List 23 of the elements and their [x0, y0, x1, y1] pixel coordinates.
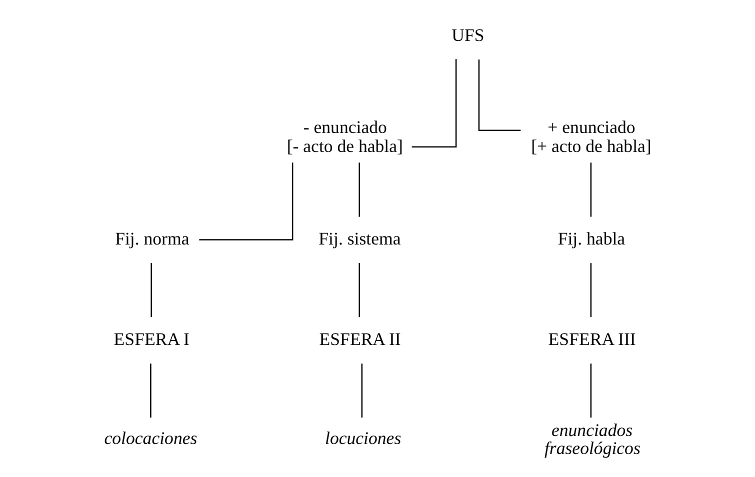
connector — [590, 364, 592, 418]
node-text: ESFERA I — [114, 328, 190, 349]
node-text: locuciones — [325, 428, 402, 448]
node-text: + enunciado [+ acto de habla] — [531, 117, 652, 156]
node-text: Fij. habla — [558, 228, 626, 248]
connector — [590, 263, 592, 318]
connector — [150, 364, 152, 418]
connector — [150, 263, 152, 318]
node-text: UFS — [452, 24, 484, 45]
connector — [358, 263, 360, 318]
connector — [361, 364, 363, 418]
connector — [478, 59, 521, 131]
connector — [358, 162, 360, 217]
node-text: Fij. sistema — [318, 228, 401, 248]
node-text: ESFERA II — [319, 328, 401, 349]
node-text: ESFERA III — [548, 328, 636, 349]
node-text: - enunciado [- acto de habla] — [286, 117, 403, 156]
node-text: enunciados fraseológicos — [544, 420, 640, 458]
connector — [590, 162, 592, 217]
connector — [412, 59, 457, 148]
node-text: colocaciones — [104, 428, 198, 448]
node-text: Fij. norma — [115, 228, 190, 248]
connector — [199, 162, 294, 240]
